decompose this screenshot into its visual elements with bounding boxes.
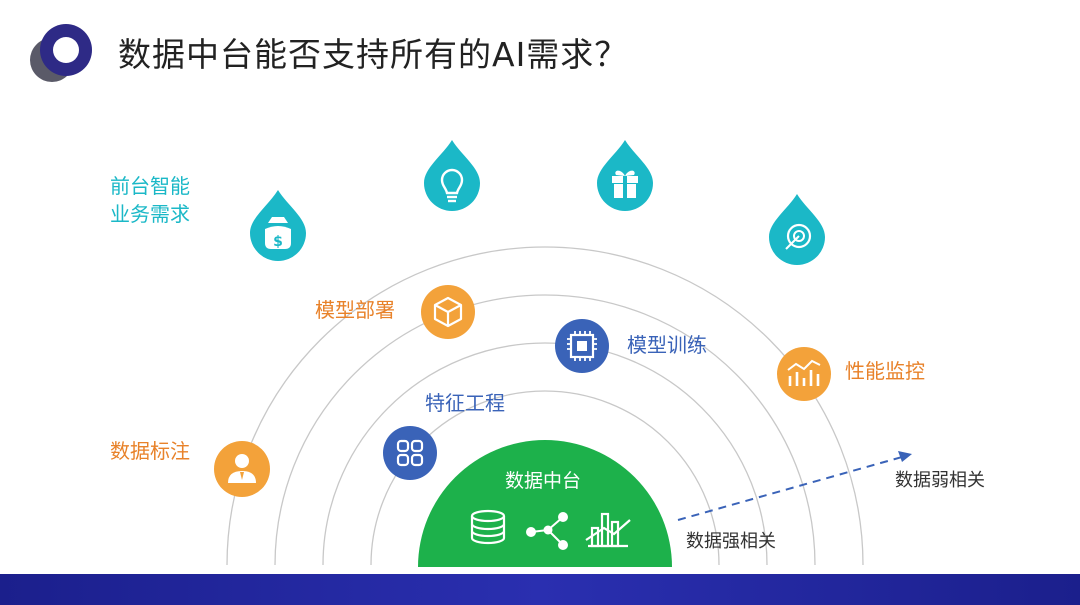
user-icon xyxy=(214,441,270,497)
arc-ring xyxy=(274,294,816,566)
lightbulb-icon xyxy=(424,140,480,211)
footer-bar xyxy=(0,574,1080,605)
model-training-label: 模型训练 xyxy=(627,333,707,357)
feature-engineering-label: 特征工程 xyxy=(425,391,505,415)
frontend-label-line1: 前台智能 xyxy=(110,174,190,198)
data-platform-label: 数据中台 xyxy=(505,470,582,492)
arc-ring xyxy=(370,390,720,566)
arc-ring xyxy=(226,246,864,566)
model-deploy-label: 模型部署 xyxy=(315,298,395,322)
share-icon xyxy=(526,512,568,550)
bar-chart-icon xyxy=(585,512,631,548)
data-platform-shape xyxy=(418,440,672,567)
strong-relation-label: 数据强相关 xyxy=(686,531,776,552)
logo-icon xyxy=(30,24,92,82)
arrow-head-icon xyxy=(898,451,912,462)
performance-monitor-label: 性能监控 xyxy=(845,359,925,383)
gift-icon xyxy=(597,140,653,211)
chart-icon xyxy=(777,347,831,401)
money-bag-icon: $ xyxy=(250,190,306,261)
svg-text:$: $ xyxy=(273,234,283,250)
weak-relation-label: 数据弱相关 xyxy=(895,470,985,491)
frontend-label-line2: 业务需求 xyxy=(110,202,190,226)
chip-icon xyxy=(555,319,609,373)
data-labeling-label: 数据标注 xyxy=(110,439,190,463)
page-title: 数据中台能否支持所有的AI需求？ xyxy=(118,35,629,74)
relation-arrow xyxy=(677,456,903,521)
grid-icon xyxy=(383,426,437,480)
arc-ring xyxy=(322,342,768,566)
concentric-arcs xyxy=(226,246,864,566)
target-icon xyxy=(769,194,825,265)
database-icon xyxy=(470,509,506,545)
box-icon xyxy=(421,285,475,339)
